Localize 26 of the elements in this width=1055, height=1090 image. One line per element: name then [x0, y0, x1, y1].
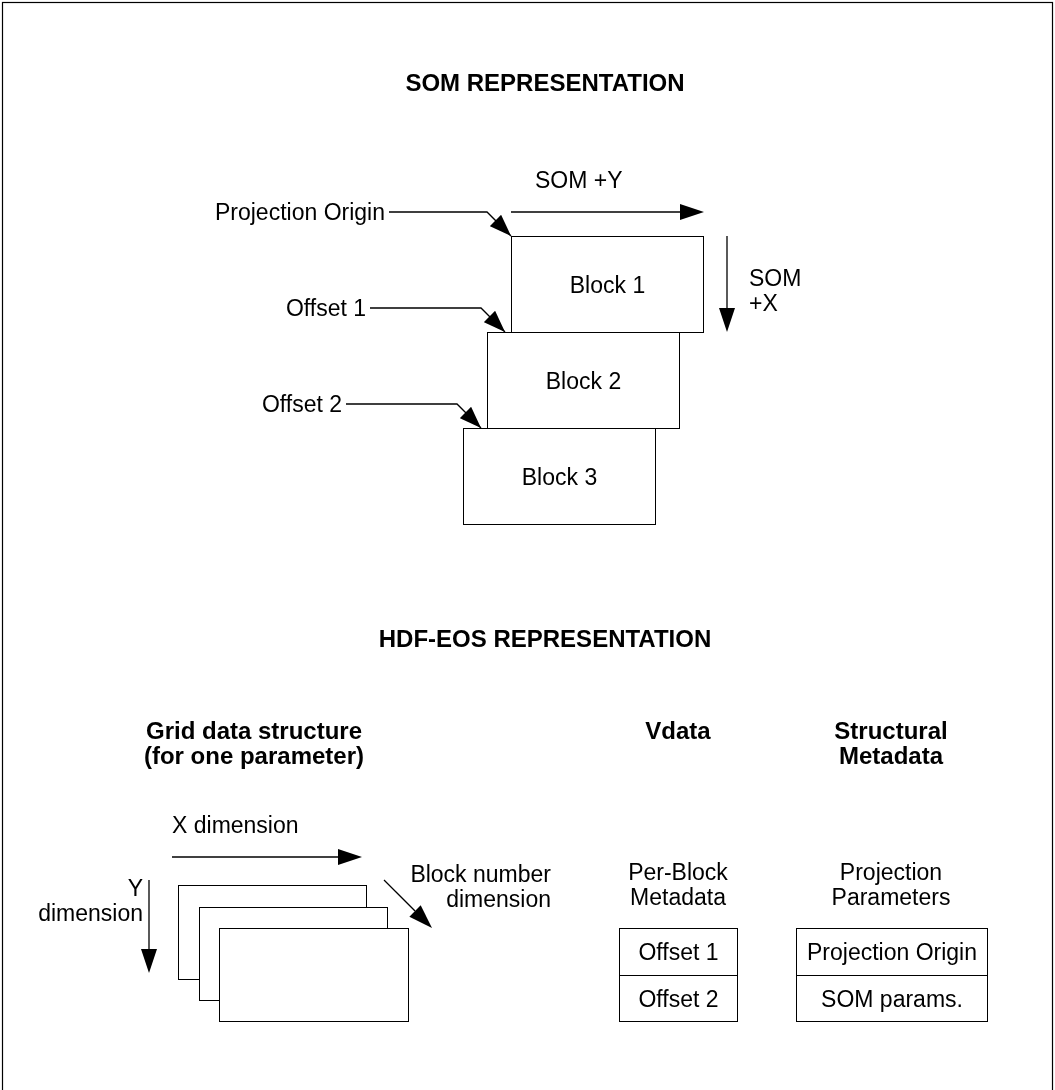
axis-label: Block number dimension — [409, 862, 551, 912]
block-box: Block 3 — [463, 428, 656, 525]
axis-label: Projection Parameters — [830, 860, 952, 910]
section-heading: Structural Metadata — [833, 718, 949, 768]
section-heading: Grid data structure (for one parameter) — [142, 718, 365, 768]
leader-arrow — [369, 307, 506, 333]
table-cell: SOM params. — [796, 975, 988, 1022]
table-cell: Offset 2 — [619, 975, 738, 1022]
section-heading: SOM REPRESENTATION — [404, 70, 686, 95]
axis-label: Per-Block Metadata — [627, 860, 729, 910]
axis-label: SOM +Y — [535, 168, 624, 193]
callout-text: Offset 2 — [242, 391, 342, 417]
axis-label: Y dimension — [37, 876, 143, 926]
section-heading: Vdata — [644, 718, 712, 743]
callout-text: Offset 1 — [266, 295, 366, 321]
block-box: Block 2 — [487, 332, 680, 429]
leader-arrow — [345, 403, 482, 429]
grid-sheet — [219, 928, 409, 1022]
leader-arrow — [388, 211, 512, 237]
table-cell: Projection Origin — [796, 928, 988, 976]
section-heading: HDF-EOS REPRESENTATION — [377, 626, 713, 651]
axis-label: SOM +X — [749, 266, 803, 316]
callout-text: Projection Origin — [195, 199, 385, 225]
axis-label: X dimension — [172, 813, 300, 838]
table-cell: Offset 1 — [619, 928, 738, 976]
block-box: Block 1 — [511, 236, 704, 333]
